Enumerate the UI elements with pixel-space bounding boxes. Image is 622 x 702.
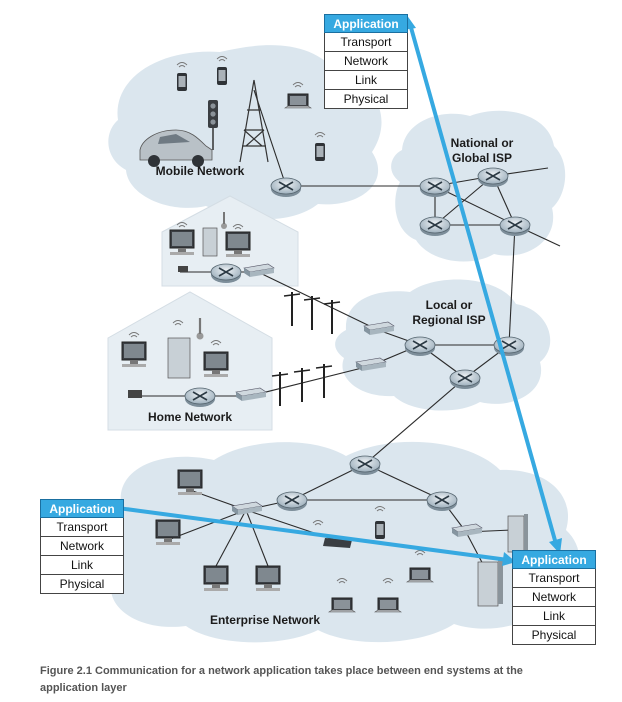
router-enterprise-1 xyxy=(349,455,381,476)
enterprise-devices xyxy=(155,469,528,613)
server-icon-1 xyxy=(507,514,528,553)
mobile-network-label: Mobile Network xyxy=(155,164,245,178)
router-mobile xyxy=(270,177,302,198)
traffic-light-icon xyxy=(208,100,218,150)
router-enterprise-3 xyxy=(426,491,458,512)
stack-layer-application: Application xyxy=(512,550,596,569)
stack-layer-application: Application xyxy=(324,14,408,33)
stack-layer-physical: Physical xyxy=(324,90,408,109)
router-local-3 xyxy=(449,369,481,390)
home-top-devices xyxy=(169,212,251,272)
car-icon xyxy=(139,129,213,167)
home-devices xyxy=(121,318,229,398)
router-local-1 xyxy=(404,336,436,357)
router-home xyxy=(184,387,216,408)
stack-layer-application: Application xyxy=(40,499,124,518)
stack-layer-link: Link xyxy=(512,607,596,626)
cell-tower xyxy=(239,79,269,163)
utility-poles-top xyxy=(283,291,341,335)
stack-layer-link: Link xyxy=(324,71,408,90)
stack-layer-transport: Transport xyxy=(512,569,596,588)
stack-layer-network: Network xyxy=(512,588,596,607)
router-national-3 xyxy=(419,216,451,237)
protocol-stack-top: Application Transport Network Link Physi… xyxy=(324,14,408,109)
application-arrows xyxy=(117,23,558,562)
stack-layer-network: Network xyxy=(40,537,124,556)
router-home-top xyxy=(210,263,242,284)
stack-layer-physical: Physical xyxy=(40,575,124,594)
mobile-devices xyxy=(139,56,326,167)
router-enterprise-2 xyxy=(276,491,308,512)
stack-layer-network: Network xyxy=(324,52,408,71)
home-network-label: Home Network xyxy=(147,410,233,424)
stack-layer-transport: Transport xyxy=(324,33,408,52)
router-national-4 xyxy=(499,216,531,237)
figure-caption: Figure 2.1 Communication for a network a… xyxy=(40,665,523,694)
router-national-2 xyxy=(477,167,509,188)
national-isp-label: National or Global ISP xyxy=(450,136,514,165)
utility-poles-bottom xyxy=(271,363,333,407)
stack-layer-physical: Physical xyxy=(512,626,596,645)
server-icon-2 xyxy=(477,560,503,607)
local-isp-label: Local or Regional ISP xyxy=(412,298,486,327)
enterprise-network-label: Enterprise Network xyxy=(209,613,321,627)
stack-layer-transport: Transport xyxy=(40,518,124,537)
stack-layer-link: Link xyxy=(40,556,124,575)
protocol-stack-right: Application Transport Network Link Physi… xyxy=(512,550,596,645)
protocol-stack-left: Application Transport Network Link Physi… xyxy=(40,499,124,594)
router-national-1 xyxy=(419,177,451,198)
